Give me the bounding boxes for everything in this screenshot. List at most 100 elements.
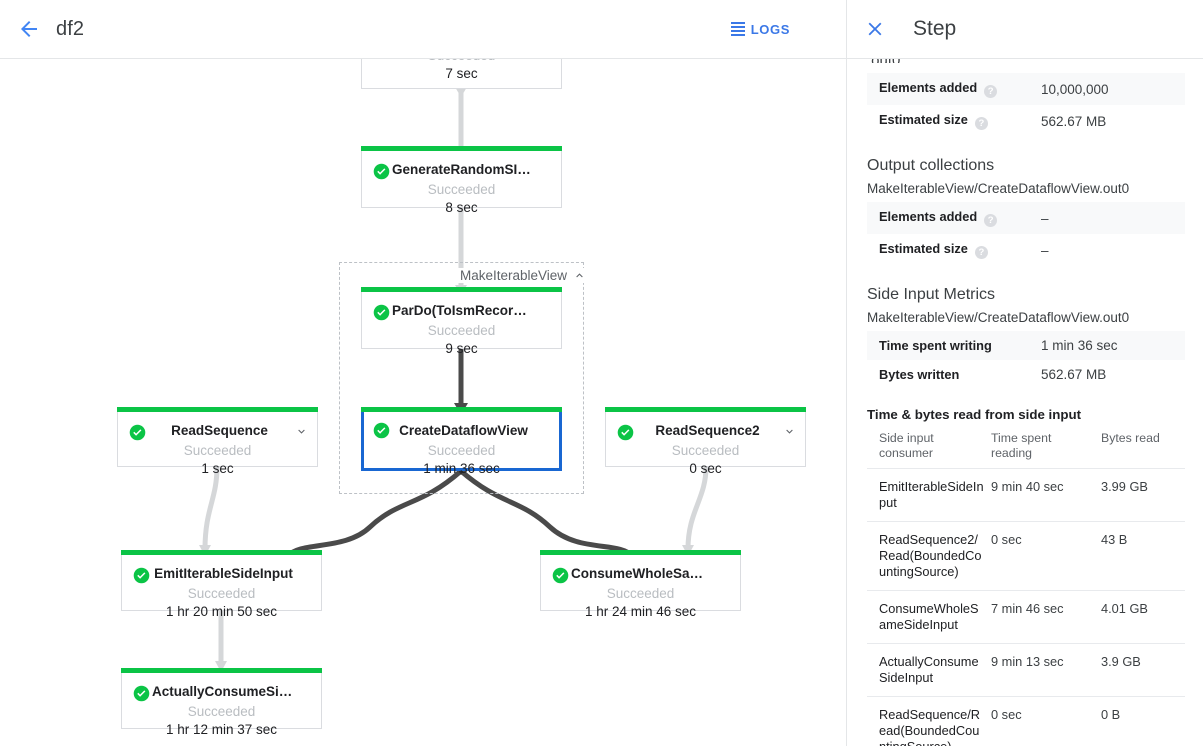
table-row: Estimated size? 562.67 MB [867,105,1185,137]
back-arrow-icon[interactable] [14,14,44,44]
table-row: Time spent writing 1 min 36 sec [867,331,1185,360]
page-title: df2 [56,17,85,40]
node-time: 1 hr 24 min 46 sec [584,604,697,619]
success-check-icon [617,424,634,441]
panel-header: Step [847,0,1203,59]
chevron-down-icon[interactable] [295,425,308,438]
node-time: 1 hr 20 min 50 sec [165,604,278,619]
cell-bytes: 3.99 GB [1101,468,1185,522]
node-status: Succeeded [427,182,496,197]
group-label-makeiterableview[interactable]: MakeIterableView [456,268,591,283]
help-icon[interactable]: ? [974,117,988,130]
node-time: 9 sec [445,341,478,356]
node-status: Succeeded [427,323,496,338]
metric-key: Elements added? [867,202,1039,234]
job-graph-canvas[interactable]: MakeIterableView Succeeded 7 sec Generat… [0,59,846,746]
table-row: ActuallyConsumeSideInput 9 min 13 sec 3.… [867,643,1185,697]
graph-node-emititerablesideinput[interactable]: EmitIterableSideInput Succeeded 1 hr 20 … [121,550,322,619]
chevron-up-icon[interactable] [573,269,586,282]
node-status-bar [361,407,562,412]
node-status: Succeeded [671,443,740,458]
node-status: Succeeded [183,443,252,458]
success-check-icon [373,304,390,321]
cell-consumer: ReadSequence2/Read(BoundedCountingSource… [867,521,991,591]
success-check-icon [373,422,390,439]
side-input-table-heading: Time & bytes read from side input [867,407,1082,422]
metric-value: 562.67 MB [1041,113,1107,129]
chevron-down-icon[interactable] [783,425,796,438]
panel-title: Step [913,17,957,40]
side-input-metrics-heading: Side Input Metrics [867,286,996,303]
cell-bytes: 4.01 GB [1101,590,1185,644]
node-status-bar [121,668,322,673]
cell-time: 0 sec [991,696,1101,746]
node-status: Succeeded [362,59,561,65]
node-status-bar [361,146,562,151]
cell-time: 9 min 40 sec [991,468,1101,522]
input-metrics-table: Elements added? 10,000,000 Estimated siz… [867,73,1185,137]
metric-value: 562.67 MB [1041,367,1107,382]
success-check-icon [373,163,390,180]
success-check-icon [133,685,150,702]
graph-node-consumewholesamesideinput[interactable]: ConsumeWholeSameSi… Succeeded 1 hr 24 mi… [540,550,741,619]
cell-bytes: 0 B [1101,696,1185,746]
graph-node-pardo-toismrecordfor[interactable]: ParDo(ToIsmRecordFor… Succeeded 9 sec [361,287,562,356]
column-header-time: Time spent reading [991,424,1101,469]
column-header-consumer: Side input consumer [867,424,991,469]
node-time: 0 sec [689,461,722,476]
side-input-consumers-table: Side input consumer Time spent reading B… [867,424,1185,746]
cell-consumer: ConsumeWholeSameSideInput [867,590,991,644]
cell-bytes: 3.9 GB [1101,643,1185,697]
success-check-icon [133,567,150,584]
node-status-bar [117,407,318,412]
table-header-row: Side input consumer Time spent reading B… [867,424,1185,469]
cell-bytes: 43 B [1101,521,1185,591]
node-time: 1 min 36 sec [423,461,500,476]
panel-body[interactable]: .out0 Elements added? 10,000,000 Estimat… [847,59,1203,746]
help-icon[interactable]: ? [984,214,998,227]
metric-value: – [1039,202,1185,234]
group-makeiterableview[interactable] [339,262,584,494]
help-icon[interactable]: ? [984,85,998,98]
node-status-bar [361,287,562,292]
node-status: Succeeded [187,586,256,601]
graph-node-generaterandomsidata[interactable]: GenerateRandomSIData Succeeded 8 sec [361,146,562,215]
output-collections-heading: Output collections [867,157,995,174]
clipped-collection-name: .out0 [867,59,1185,63]
table-row: ConsumeWholeSameSideInput 7 min 46 sec 4… [867,590,1185,644]
node-status-bar [540,550,741,555]
graph-node-readsequence2[interactable]: ReadSequence2 Succeeded 0 sec [605,407,806,476]
cell-time: 9 min 13 sec [991,643,1101,697]
top-app-bar: df2 LOGS [0,0,846,59]
help-icon[interactable]: ? [974,246,988,259]
metric-key: Estimated size? [867,105,1039,137]
cell-consumer: ActuallyConsumeSideInput [867,643,991,697]
metric-value: 10,000,000 [1039,73,1185,105]
table-row: Bytes written 562.67 MB [867,360,1185,389]
graph-node-readsequence[interactable]: ReadSequence Succeeded 1 sec [117,407,318,476]
metric-key: Bytes written [879,367,960,382]
metric-key: Estimated size? [867,234,1039,266]
graph-node-clipped-top[interactable]: Succeeded 7 sec [361,59,562,89]
cell-time: 7 min 46 sec [991,590,1101,644]
logs-button[interactable]: LOGS [730,22,790,37]
node-status: Succeeded [187,704,256,719]
metric-key: Time spent writing [867,331,1039,360]
output-metrics-table: Elements added? – Estimated size? – [867,202,1185,266]
graph-node-actuallyconsumesideinput[interactable]: ActuallyConsumeSideI… Succeeded 1 hr 12 … [121,668,322,737]
node-time: 1 hr 12 min 37 sec [165,722,278,737]
node-time: 8 sec [445,200,478,215]
table-row: ReadSequence2/Read(BoundedCountingSource… [867,521,1185,591]
job-graph-region: df2 LOGS [0,0,846,746]
success-check-icon [129,424,146,441]
close-icon[interactable] [863,17,887,41]
graph-node-createdataflowview[interactable]: CreateDataflowView Succeeded 1 min 36 se… [361,407,562,476]
metric-value: 1 min 36 sec [1039,331,1185,360]
output-collection-name: MakeIterableView/CreateDataflowView.out0 [867,181,1130,196]
node-status: Succeeded [427,443,496,458]
table-row: Estimated size? – [867,234,1185,266]
node-time: 1 sec [201,461,234,476]
group-label-text: MakeIterableView [460,268,568,283]
cell-consumer: EmitIterableSideInput [867,468,991,522]
